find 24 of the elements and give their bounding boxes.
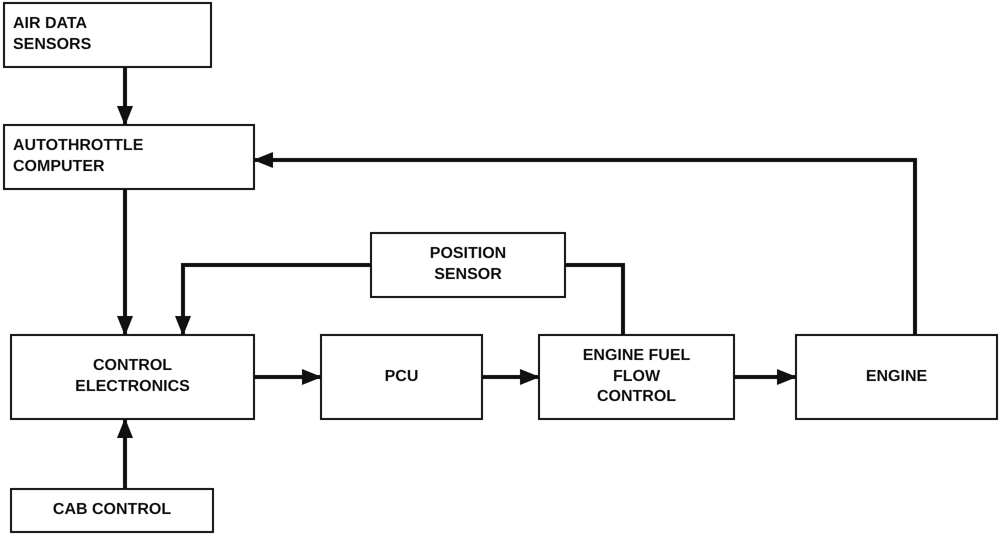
box-label: POSITION SENSOR bbox=[428, 244, 508, 285]
process-box bbox=[538, 334, 735, 420]
box-label: ENGINE bbox=[866, 366, 928, 387]
process-box bbox=[795, 334, 998, 420]
process-box bbox=[10, 334, 255, 420]
arrow bbox=[735, 369, 797, 385]
box-label: AUTOTHROTTLE COMPUTER bbox=[13, 136, 144, 177]
arrow bbox=[175, 263, 370, 336]
arrow bbox=[253, 152, 917, 334]
box-label: ENGINE FUEL FLOW CONTROL bbox=[582, 346, 692, 408]
box-label: PCU bbox=[384, 366, 418, 387]
arrow bbox=[483, 369, 540, 385]
box-label: CONTROL ELECTRONICS bbox=[74, 356, 191, 397]
arrow bbox=[117, 68, 133, 126]
process-box bbox=[370, 232, 566, 298]
process-box bbox=[320, 334, 483, 420]
box-label: CAB CONTROL bbox=[52, 500, 172, 520]
process-box bbox=[10, 488, 214, 533]
arrow bbox=[117, 190, 133, 336]
process-box bbox=[3, 124, 255, 190]
process-box bbox=[3, 2, 212, 68]
arrow bbox=[117, 418, 133, 488]
arrow bbox=[255, 369, 322, 385]
box-label: AIR DATA SENSORS bbox=[13, 14, 92, 55]
